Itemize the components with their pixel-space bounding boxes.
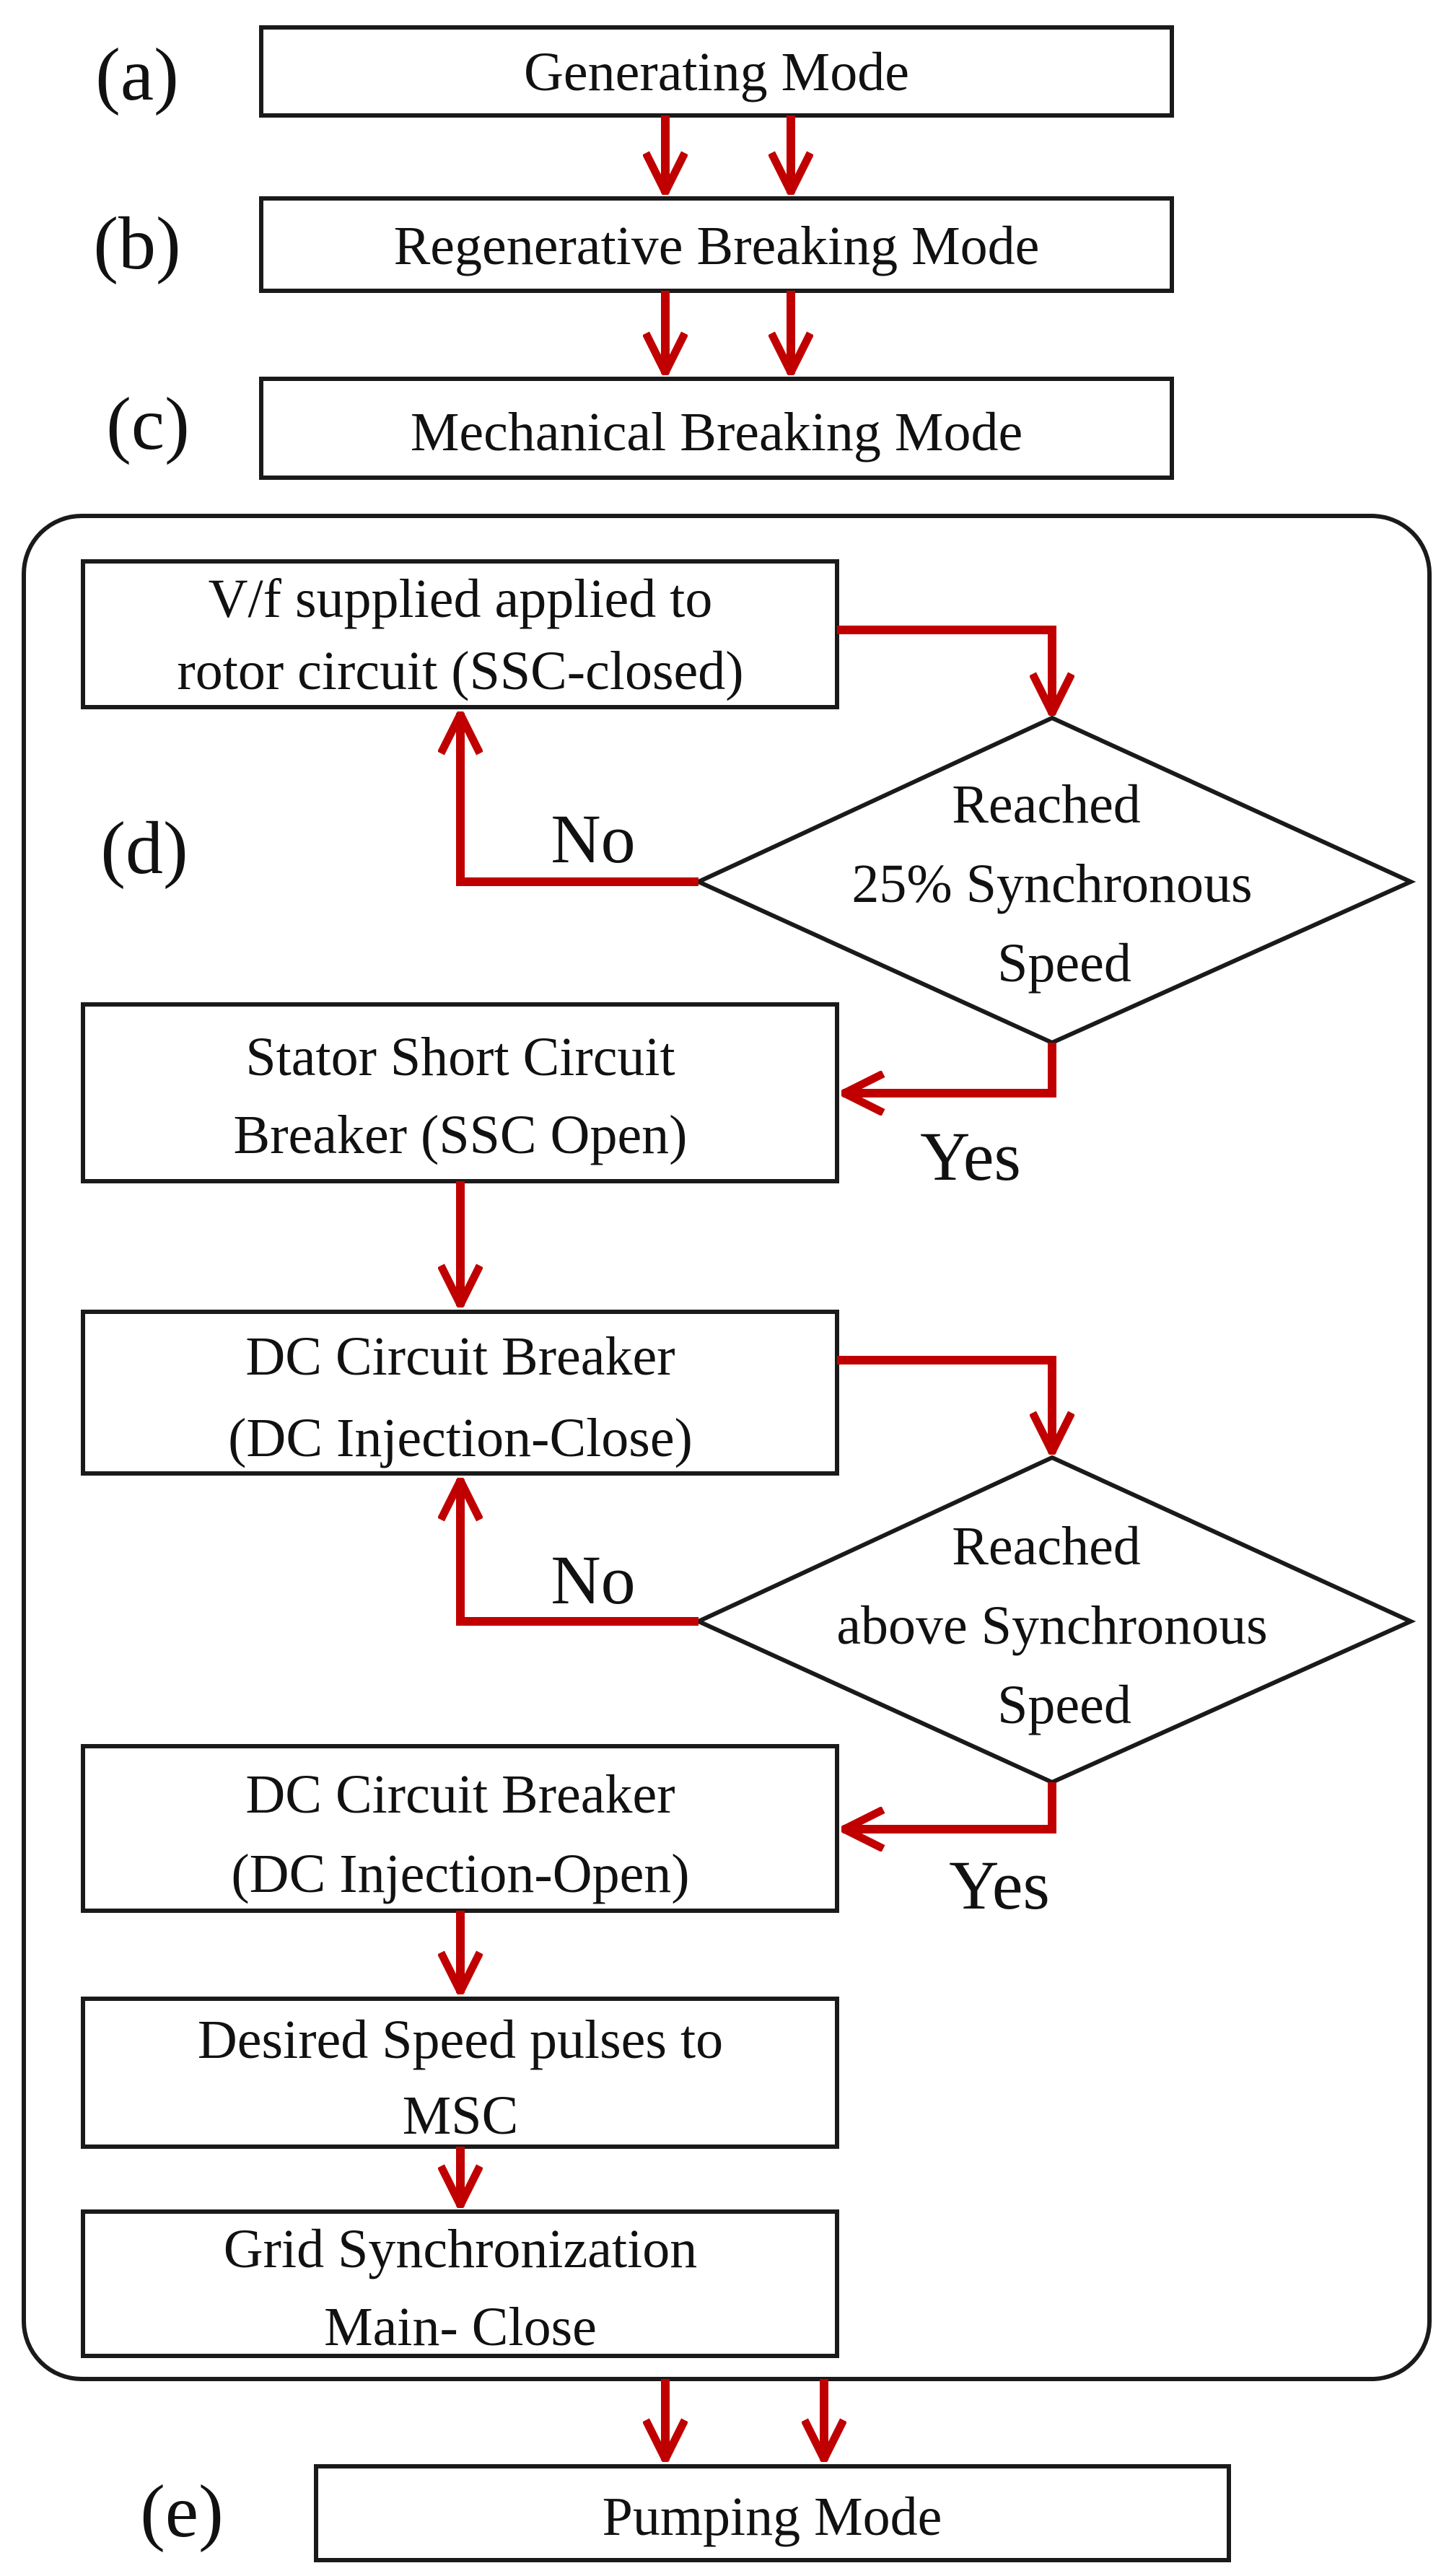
arrow-decision-above-yes	[843, 1782, 1056, 1829]
decision-25-line-1: Reached	[952, 774, 1141, 835]
decision-above-line-2: above Synchronous	[836, 1595, 1267, 1656]
generating-mode-box	[259, 25, 1174, 118]
desired-speed-line-2: MSC	[403, 2085, 519, 2146]
decision-25-line-2: 25% Synchronous	[851, 854, 1252, 914]
mechanical-mode-text: Mechanical Breaking Mode	[411, 402, 1022, 463]
stator-short-line-1: Stator Short Circuit	[245, 1027, 675, 1087]
dc-open-line-2: (DC Injection-Open)	[231, 1844, 689, 1904]
label-b: (b)	[93, 202, 180, 285]
grid-sync-line-2: Main- Close	[324, 2297, 597, 2357]
procedure-frame	[22, 514, 1432, 2381]
arrow-decision-25-no	[460, 713, 698, 886]
branch-no-1: No	[551, 800, 635, 877]
dc-close-line-2: (DC Injection-Close)	[228, 1408, 693, 1468]
label-a: (a)	[95, 33, 178, 116]
dc-open-box	[81, 1744, 839, 1913]
regenerative-mode-text: Regenerative Breaking Mode	[394, 216, 1040, 276]
grid-sync-box	[81, 2209, 839, 2358]
arrow-vf-to-decision-25	[837, 626, 1052, 714]
label-c: (c)	[106, 382, 189, 465]
vf-supply-line-2: rotor circuit (SSC-closed)	[177, 641, 743, 701]
decision-25-line-3: Speed	[997, 933, 1131, 994]
decision-above-line-1: Reached	[952, 1516, 1141, 1577]
desired-speed-line-1: Desired Speed pulses to	[198, 2010, 723, 2070]
label-e: (e)	[140, 2470, 223, 2553]
dc-open-line-1: DC Circuit Breaker	[245, 1764, 675, 1825]
branch-yes-1: Yes	[920, 1118, 1021, 1195]
pumping-mode-text: Pumping Mode	[603, 2487, 942, 2547]
decision-above-line-3: Speed	[997, 1675, 1131, 1735]
dc-close-line-1: DC Circuit Breaker	[245, 1326, 675, 1387]
generating-mode-text: Generating Mode	[524, 42, 909, 102]
pumping-mode-box	[314, 2464, 1231, 2562]
regenerative-mode-box	[259, 196, 1174, 293]
arrow-dc-close-to-decision-above	[837, 1356, 1052, 1453]
stator-short-line-2: Breaker (SSC Open)	[234, 1105, 688, 1165]
branch-no-2: No	[551, 1541, 635, 1618]
branch-yes-2: Yes	[949, 1846, 1050, 1924]
arrow-decision-25-yes	[843, 1043, 1056, 1093]
label-d: (d)	[100, 807, 188, 890]
arrow-decision-above-no	[460, 1479, 698, 1626]
mechanical-mode-box	[259, 377, 1174, 480]
desired-speed-box	[81, 1997, 839, 2149]
dc-close-box	[81, 1310, 839, 1476]
vf-supply-line-1: V/f supplied applied to	[209, 569, 713, 629]
grid-sync-line-1: Grid Synchronization	[224, 2219, 697, 2279]
